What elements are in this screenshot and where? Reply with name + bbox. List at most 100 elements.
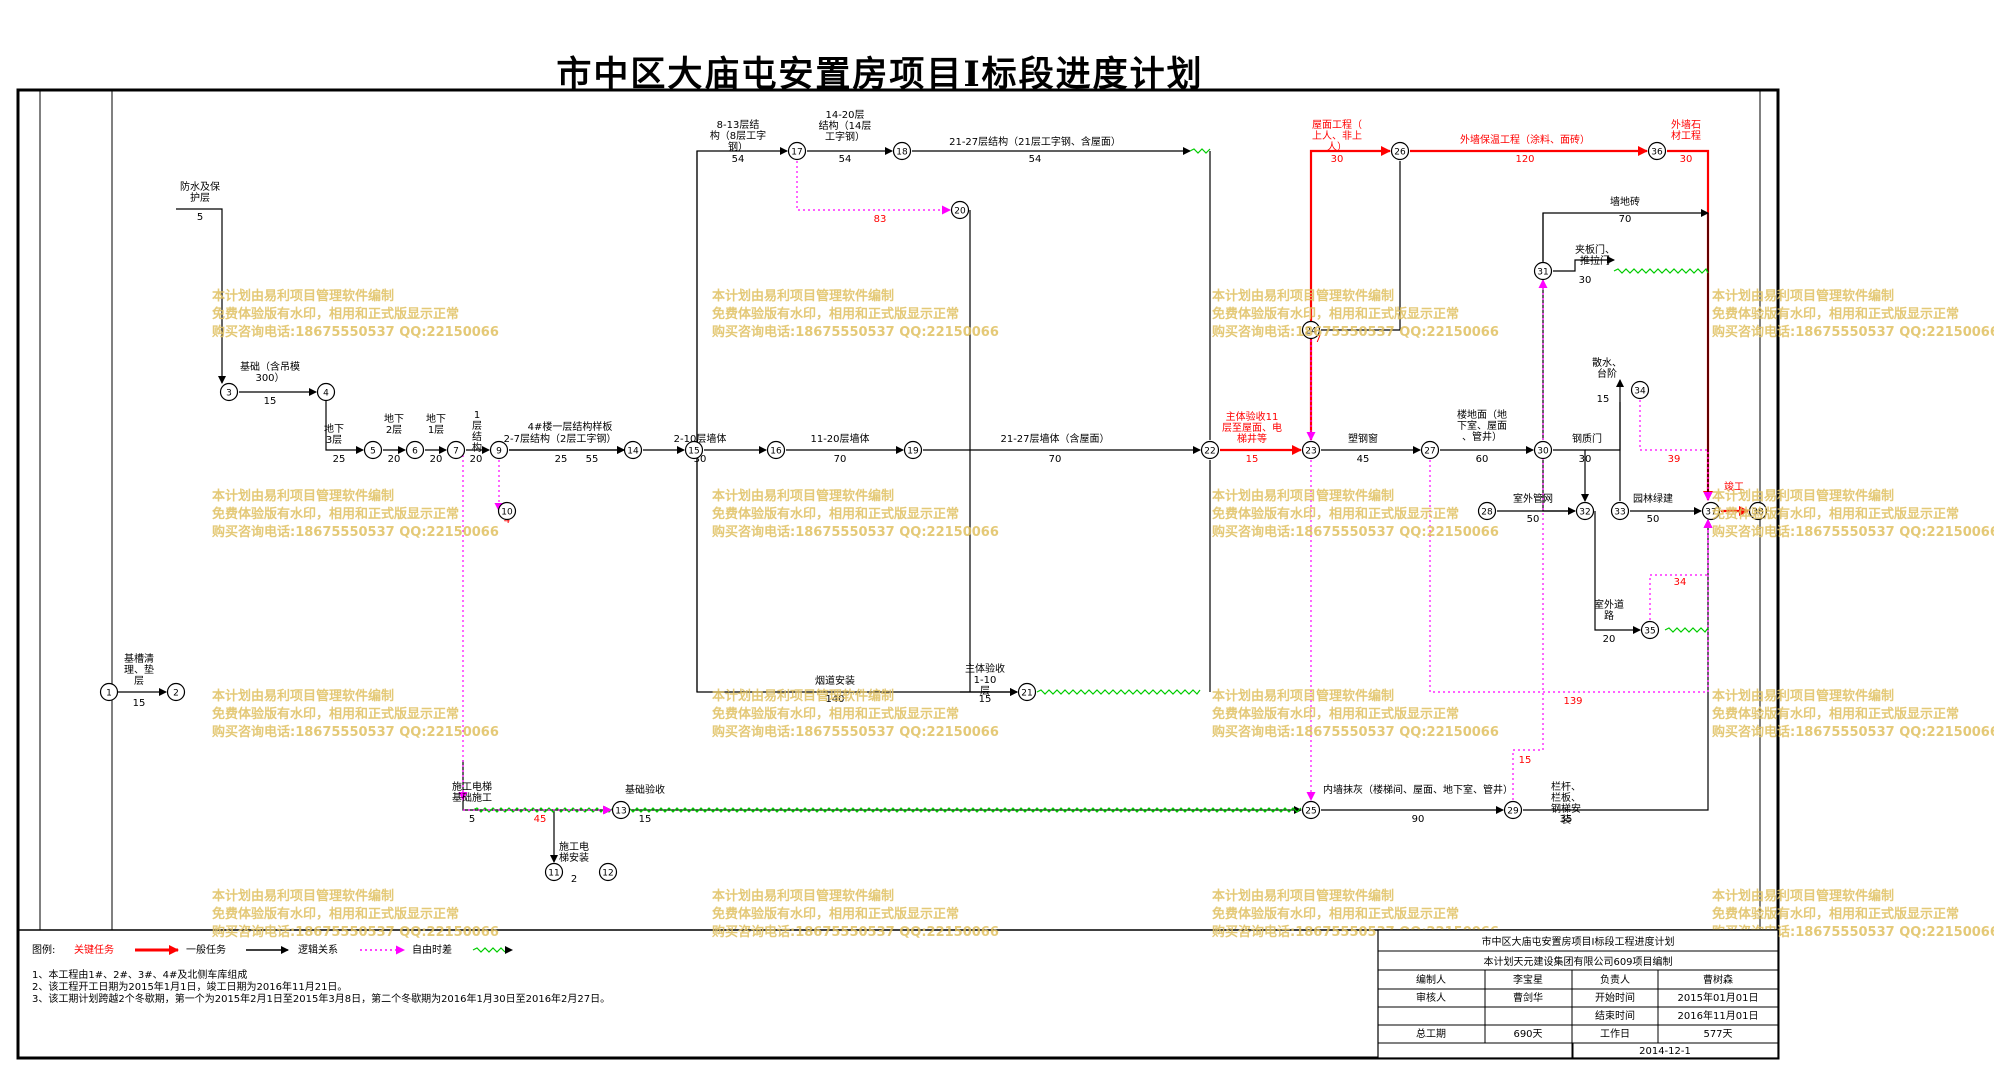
note-line: 2、该工程开工日期为2015年1月1日，竣工日期为2016年11月21日。 xyxy=(32,980,347,993)
task-name: 施工电梯基础施工 xyxy=(452,780,492,804)
free-float-line xyxy=(1036,689,1201,695)
task-duration: 35 xyxy=(1560,814,1573,825)
watermark-text: 购买咨询电话:18675550537 QQ:22150066 xyxy=(212,524,499,540)
node-number: 9 xyxy=(496,447,502,457)
watermark-text: 免费体验版有水印，相用和正式版显示正常 xyxy=(1212,506,1459,522)
task-name: 屋面工程（上人、非上人） xyxy=(1312,119,1362,153)
legend-float-arrowhead xyxy=(505,946,513,954)
watermark-text: 本计划由易利项目管理软件编制 xyxy=(1712,288,1894,304)
dummy-line xyxy=(1321,161,1401,331)
watermark-text: 免费体验版有水印，相用和正式版显示正常 xyxy=(212,906,459,922)
node-number: 30 xyxy=(1537,447,1549,457)
task-name: 外墙保温工程（涂料、面砖） xyxy=(1460,133,1590,146)
node-38 xyxy=(1748,501,1768,521)
node-16 xyxy=(766,440,786,460)
note-line: 1、本工程由1#、2#、3#、4#及北侧车库组成 xyxy=(32,968,247,981)
logic-arrow xyxy=(1649,519,1713,620)
watermark-text: 本计划由易利项目管理软件编制 xyxy=(212,288,394,304)
task-arrow xyxy=(1553,256,1615,272)
watermark-text: 本计划由易利项目管理软件编制 xyxy=(212,488,394,504)
task-arrow xyxy=(696,450,1018,696)
logic-lag: 83 xyxy=(874,214,887,225)
watermark-text: 本计划由易利项目管理软件编制 xyxy=(1212,688,1394,704)
node-number: 33 xyxy=(1614,508,1625,518)
node-31 xyxy=(1533,261,1553,281)
tb-compiler: 李宝星 xyxy=(1513,973,1543,986)
logic-arrow xyxy=(1639,400,1713,501)
node-2 xyxy=(166,682,186,702)
node-number: 37 xyxy=(1705,508,1716,518)
node-number: 28 xyxy=(1481,508,1493,518)
node-21 xyxy=(1017,682,1037,702)
task-name: 基槽清理、垫层 xyxy=(124,652,154,687)
tb-workdays: 577天 xyxy=(1703,1029,1732,1040)
node-32 xyxy=(1575,501,1595,521)
node-15 xyxy=(684,440,704,460)
task-name: 21-27层墙体（含屋面） xyxy=(1000,432,1109,445)
task-duration: 2 xyxy=(571,874,577,885)
node-number: 21 xyxy=(1021,689,1032,699)
watermark-text: 免费体验版有水印，相用和正式版显示正常 xyxy=(212,306,459,322)
node-36 xyxy=(1647,141,1667,161)
node-number: 29 xyxy=(1507,807,1519,817)
task-name: 11-20层墙体 xyxy=(810,432,869,445)
task-arrow xyxy=(1309,146,1391,440)
node-25 xyxy=(1301,800,1321,820)
legend-normal-label: 一般任务 xyxy=(186,943,226,956)
watermark-text: 本计划由易利项目管理软件编制 xyxy=(712,688,894,704)
node-13 xyxy=(611,800,631,820)
watermark-text: 购买咨询电话:18675550537 QQ:22150066 xyxy=(1212,324,1499,340)
logic-arrow xyxy=(796,161,951,215)
node-number: 16 xyxy=(770,447,782,457)
watermark-text: 本计划由易利项目管理软件编制 xyxy=(1212,488,1394,504)
tb-reviewer: 曹剑华 xyxy=(1513,991,1543,1004)
node-number: 26 xyxy=(1394,148,1406,158)
task-name: 4#楼一层结构样板 xyxy=(528,420,613,433)
node-number: 23 xyxy=(1305,447,1316,457)
logic-arrow xyxy=(1512,279,1548,800)
task-arrow xyxy=(176,208,226,384)
watermark-text: 本计划由易利项目管理软件编制 xyxy=(1212,888,1394,904)
watermark-text: 购买咨询电话:18675550537 QQ:22150066 xyxy=(1212,524,1499,540)
node-9 xyxy=(489,440,509,460)
tb-compiler-label: 编制人 xyxy=(1416,973,1446,986)
logic-lag: 45 xyxy=(534,814,547,825)
task-name: 2-10层墙体 xyxy=(674,432,727,445)
watermark-text: 免费体验版有水印，相用和正式版显示正常 xyxy=(712,706,959,722)
dummy-line xyxy=(1542,460,1575,512)
task-duration: 15 xyxy=(639,814,652,825)
watermark-text: 免费体验版有水印，相用和正式版显示正常 xyxy=(712,506,959,522)
tb-leader-label: 负责人 xyxy=(1600,973,1630,986)
node-24 xyxy=(1301,320,1321,340)
node-number: 17 xyxy=(791,148,802,158)
task-duration: 50 xyxy=(1647,514,1660,525)
task-duration: 30 xyxy=(1579,454,1592,465)
watermark-text: 免费体验版有水印，相用和正式版显示正常 xyxy=(1712,906,1959,922)
task-duration: 54 xyxy=(839,154,852,165)
task-duration: 20 xyxy=(1603,634,1616,645)
task-name: 塑钢窗 xyxy=(1348,432,1378,445)
task-duration: 50 xyxy=(1527,514,1540,525)
node-number: 32 xyxy=(1579,508,1590,518)
tb-start: 2015年01月01日 xyxy=(1678,991,1759,1004)
task-name: 竣工 xyxy=(1724,480,1744,493)
task-name: 21-27层结构（21层工字钢、含屋面） xyxy=(949,135,1121,148)
task-duration: 15 xyxy=(1246,454,1259,465)
node-number: 4 xyxy=(323,389,329,399)
task-name: 园林绿建 xyxy=(1633,492,1673,505)
tb-workdays-label: 工作日 xyxy=(1600,1028,1630,1040)
task-duration: 30 xyxy=(694,454,707,465)
logic-lag: 39 xyxy=(1668,454,1681,465)
node-number: 38 xyxy=(1752,508,1764,518)
watermark-text: 本计划由易利项目管理软件编制 xyxy=(212,688,394,704)
node-number: 27 xyxy=(1424,447,1435,457)
node-5 xyxy=(363,440,383,460)
watermark-text: 本计划由易利项目管理软件编制 xyxy=(712,888,894,904)
watermark-text: 免费体验版有水印，相用和正式版显示正常 xyxy=(1212,906,1459,922)
tb-company: 本计划天元建设集团有限公司609项目编制 xyxy=(1483,955,1672,968)
free-float-line xyxy=(1613,267,1709,274)
node-12 xyxy=(598,862,618,882)
